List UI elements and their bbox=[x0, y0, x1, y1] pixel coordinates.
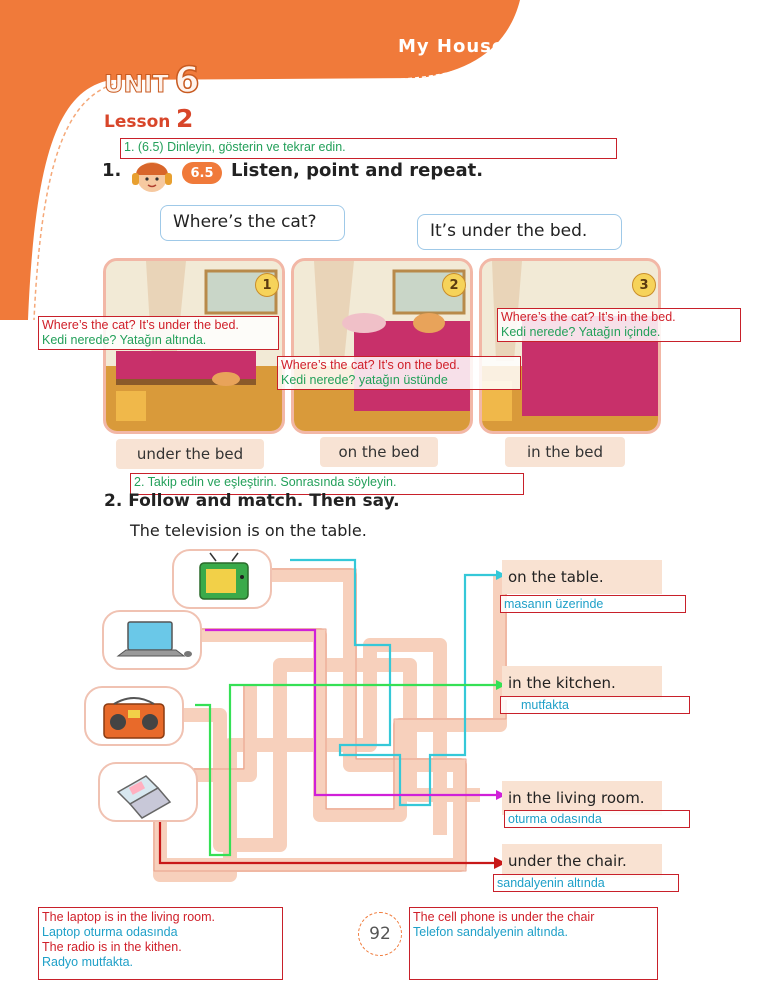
target3-note-text: oturma odasında bbox=[508, 812, 602, 826]
footer-note-right: The cell phone is under the chair Telefo… bbox=[409, 907, 658, 980]
unit-label: UNIT bbox=[104, 70, 170, 99]
exercise2-example: The television is on the table. bbox=[130, 521, 367, 540]
footer-left-line4: Radyo mutfakta. bbox=[42, 955, 134, 969]
picture1-note: Where’s the cat? It’s under the bed. Ked… bbox=[38, 316, 279, 350]
picture3-note: Where’s the cat? It’s in the bed. Kedi n… bbox=[497, 308, 741, 342]
unit-number: 6 bbox=[174, 59, 201, 102]
picture-number-2: 2 bbox=[442, 273, 466, 297]
exercise2-translation-text: 2. Takip edin ve eşleştirin. Sonrasında … bbox=[134, 475, 397, 489]
picture2-note-tr: Kedi nerede? yatağın üstünde bbox=[281, 373, 448, 387]
target-in-the-kitchen: in the kitchen. bbox=[502, 666, 662, 700]
target-in-the-living-room: in the living room. bbox=[502, 781, 662, 815]
cell-phone-icon bbox=[116, 775, 172, 819]
lesson-heading: Lesson 2 bbox=[104, 104, 193, 133]
laptop-icon bbox=[116, 621, 192, 657]
page-number: 92 bbox=[358, 912, 402, 956]
footer-left-line3: The radio is in the kithen. bbox=[42, 940, 182, 954]
target-under-the-chair: under the chair. bbox=[502, 844, 662, 878]
picture2-note: Where’s the cat? It’s on the bed. Kedi n… bbox=[277, 356, 521, 390]
radio-item bbox=[84, 686, 184, 746]
picture3-note-tr: Kedi nerede? Yatağın içinde. bbox=[501, 325, 661, 339]
footer-left-line2: Laptop oturma odasında bbox=[42, 925, 178, 939]
track-badge: 6.5 bbox=[182, 162, 222, 184]
maze bbox=[153, 558, 507, 882]
footer-note-left: The laptop is in the living room. Laptop… bbox=[38, 907, 283, 980]
television-item bbox=[172, 549, 272, 609]
caption-on-the-bed: on the bed bbox=[320, 437, 438, 467]
footer-right-line2: Telefon sandalyenin altında. bbox=[413, 925, 568, 939]
target2-note-text: mutfakta bbox=[521, 698, 569, 712]
exercise2-instruction: 2. Follow and match. Then say. bbox=[104, 491, 400, 511]
picture-number-3: 3 bbox=[632, 273, 656, 297]
target4-note-text: sandalyenin altında bbox=[497, 876, 605, 890]
cell-phone-item bbox=[98, 762, 198, 822]
television-icon bbox=[199, 552, 249, 600]
picture3-note-en: Where’s the cat? It’s in the bed. bbox=[501, 310, 676, 324]
header-decoration bbox=[0, 0, 520, 320]
picture1-note-en: Where’s the cat? It’s under the bed. bbox=[42, 318, 239, 332]
exercise1-number: 1. bbox=[102, 160, 122, 181]
caption-in-the-bed: in the bed bbox=[505, 437, 625, 467]
unit-heading: UNIT 6 bbox=[104, 59, 201, 102]
picture1-note-tr: Kedi nerede? Yatağın altında. bbox=[42, 333, 207, 347]
lesson-label: Lesson bbox=[104, 112, 171, 132]
speech-bubble-answer: It’s under the bed. bbox=[417, 214, 622, 250]
exercise1-translation: 1. (6.5) Dinleyin, gösterin ve tekrar ed… bbox=[120, 138, 617, 159]
target2-note: mutfakta bbox=[500, 696, 690, 714]
target-on-the-table: on the table. bbox=[502, 560, 662, 594]
exercise1-instruction: Listen, point and repeat. bbox=[231, 160, 484, 181]
target4-note: sandalyenin altında bbox=[493, 874, 679, 892]
footer-left-line1: The laptop is in the living room. bbox=[42, 910, 216, 924]
picture-number-1: 1 bbox=[255, 273, 279, 297]
exercise1-translation-text: 1. (6.5) Dinleyin, gösterin ve tekrar ed… bbox=[124, 140, 346, 154]
lesson-number: 2 bbox=[175, 104, 194, 133]
exercise2-translation: 2. Takip edin ve eşleştirin. Sonrasında … bbox=[130, 473, 524, 495]
target1-note-text: masanın üzerinde bbox=[504, 597, 604, 611]
radio-icon bbox=[103, 697, 165, 739]
speech-bubble-question: Where’s the cat? bbox=[160, 205, 345, 241]
target1-note: masanın üzerinde bbox=[500, 595, 686, 613]
target3-note: oturma odasında bbox=[504, 810, 690, 828]
girl-headphones-icon bbox=[132, 162, 172, 192]
footer-right-line1: The cell phone is under the chair bbox=[413, 910, 595, 924]
picture2-note-en: Where’s the cat? It’s on the bed. bbox=[281, 358, 460, 372]
unit-title: My House bbox=[398, 36, 506, 57]
caption-under-the-bed: under the bed bbox=[116, 439, 264, 469]
laptop-item bbox=[102, 610, 202, 670]
